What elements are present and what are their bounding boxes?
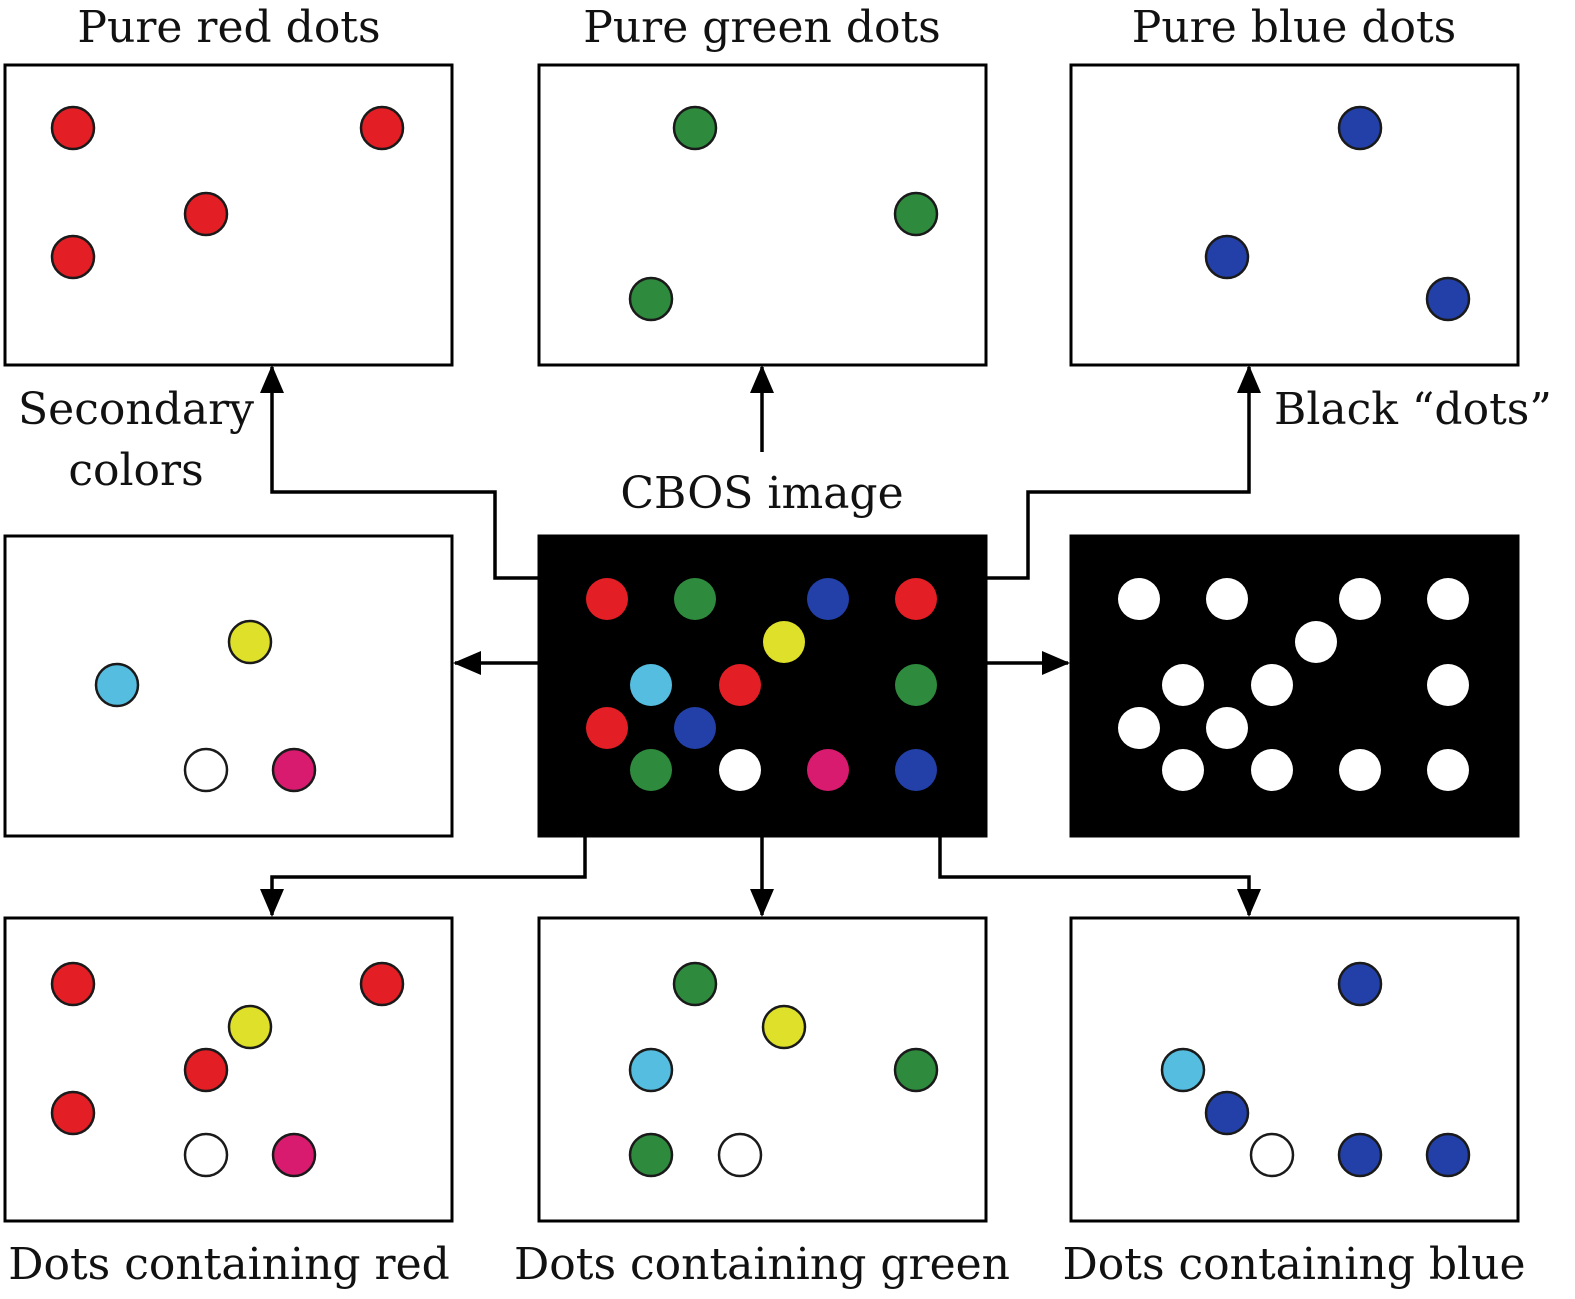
white-dot xyxy=(1206,578,1248,620)
red-dot xyxy=(183,191,229,237)
magenta-dot xyxy=(807,749,849,791)
magenta-dot xyxy=(271,747,317,793)
red-dot xyxy=(359,105,405,151)
white-dot xyxy=(1118,578,1160,620)
green-dot xyxy=(674,578,716,620)
label-cbos: CBOS image xyxy=(620,468,903,519)
red-dot xyxy=(586,578,628,620)
white-dot xyxy=(1251,749,1293,791)
green-dot xyxy=(630,749,672,791)
label-secondary-1: Secondary xyxy=(18,384,254,435)
white-dot xyxy=(1249,1132,1295,1178)
red-dot xyxy=(50,961,96,1007)
arrow-to-contain-blue xyxy=(938,836,1261,917)
red-dot xyxy=(50,105,96,151)
white-dot xyxy=(183,1132,229,1178)
white-dot xyxy=(1295,621,1337,663)
red-dot xyxy=(50,234,96,280)
label-pure-red: Pure red dots xyxy=(77,2,380,53)
blue-dot xyxy=(1337,1132,1383,1178)
blue-dot xyxy=(1337,105,1383,151)
blue-dot xyxy=(1425,1132,1471,1178)
panel-contain-blue xyxy=(1069,916,1520,1223)
green-dot xyxy=(628,1132,674,1178)
panel-pure-red xyxy=(3,63,454,367)
white-dot xyxy=(1427,664,1469,706)
red-dot xyxy=(895,578,937,620)
yellow-dot xyxy=(227,619,273,665)
arrow-to-pure-red xyxy=(260,365,539,580)
cyan-dot xyxy=(628,1047,674,1093)
white-dot xyxy=(1339,749,1381,791)
label-pure-blue: Pure blue dots xyxy=(1132,2,1457,53)
yellow-dot xyxy=(763,621,805,663)
white-dot xyxy=(1162,749,1204,791)
panel-black-dots xyxy=(1069,534,1520,838)
cyan-dot xyxy=(94,662,140,708)
panel-cbos xyxy=(537,534,988,838)
magenta-dot xyxy=(271,1132,317,1178)
yellow-dot xyxy=(761,1004,807,1050)
cyan-dot xyxy=(1160,1047,1206,1093)
white-dot xyxy=(1118,707,1160,749)
white-dot xyxy=(1427,749,1469,791)
arrow-to-pure-blue xyxy=(985,365,1261,580)
cyan-dot xyxy=(630,664,672,706)
blue-dot xyxy=(674,707,716,749)
label-contain-blue: Dots containing blue xyxy=(1063,1239,1526,1290)
red-dot xyxy=(359,961,405,1007)
blue-dot xyxy=(1204,1090,1250,1136)
blue-dot xyxy=(807,578,849,620)
panel-pure-green xyxy=(537,63,988,367)
blue-dot xyxy=(1204,234,1250,280)
white-dot xyxy=(1162,664,1204,706)
blue-dot xyxy=(895,749,937,791)
red-dot xyxy=(50,1090,96,1136)
arrow-to-contain-red xyxy=(260,836,587,917)
label-contain-red: Dots containing red xyxy=(8,1239,450,1290)
panel-pure-blue xyxy=(1069,63,1520,367)
white-dot xyxy=(183,747,229,793)
white-dot xyxy=(1339,578,1381,620)
label-contain-green: Dots containing green xyxy=(514,1239,1010,1290)
white-dot xyxy=(1427,578,1469,620)
panel-contain-green xyxy=(537,916,988,1223)
panel-secondary xyxy=(3,534,454,838)
white-dot xyxy=(717,1132,763,1178)
red-dot xyxy=(586,707,628,749)
red-dot xyxy=(183,1047,229,1093)
green-dot xyxy=(893,1047,939,1093)
yellow-dot xyxy=(227,1004,273,1050)
red-dot xyxy=(719,664,761,706)
green-dot xyxy=(628,276,674,322)
white-dot xyxy=(719,749,761,791)
label-pure-green: Pure green dots xyxy=(583,2,941,53)
blue-dot xyxy=(1337,961,1383,1007)
panel-frame xyxy=(3,534,454,838)
green-dot xyxy=(893,191,939,237)
white-dot xyxy=(1206,707,1248,749)
green-dot xyxy=(672,105,718,151)
label-black-dots: Black “dots” xyxy=(1274,384,1552,435)
green-dot xyxy=(895,664,937,706)
label-secondary-2: colors xyxy=(68,445,203,496)
white-dot xyxy=(1251,664,1293,706)
panel-contain-red xyxy=(3,916,454,1223)
blue-dot xyxy=(1425,276,1471,322)
green-dot xyxy=(672,961,718,1007)
